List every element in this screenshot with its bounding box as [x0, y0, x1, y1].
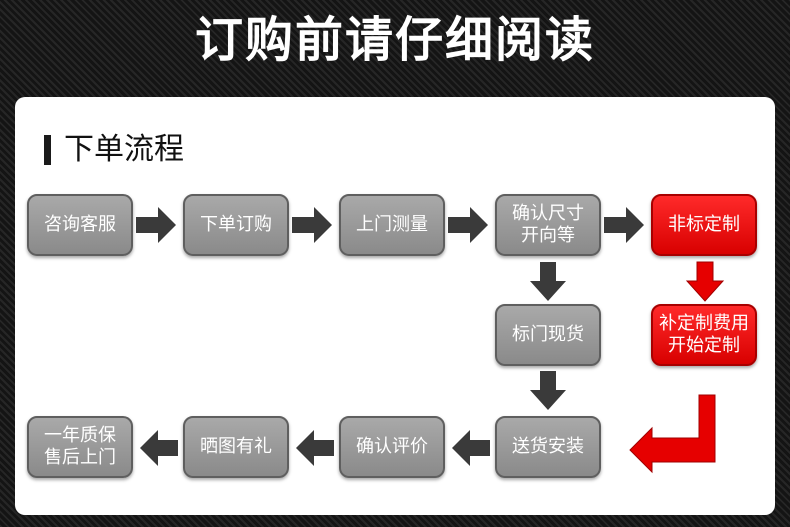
arrow-down-red-icon: [685, 261, 725, 302]
step-custom-label: 非标定制: [668, 214, 740, 235]
step-confirm-size: 确认尺寸 开向等: [495, 194, 601, 256]
arrow-elbow-red-icon: [629, 394, 716, 474]
step-warranty-label: 一年质保 售后上门: [44, 425, 116, 468]
arrow-down-icon: [530, 371, 566, 410]
arrow-right-icon: [604, 207, 644, 243]
section-title: 下单流程: [64, 132, 184, 167]
step-measure-label: 上门测量: [356, 214, 428, 235]
arrow-down-icon: [530, 262, 566, 301]
step-confirm-size-label: 确认尺寸 开向等: [512, 203, 584, 246]
step-share: 晒图有礼: [183, 416, 289, 478]
arrow-left-icon: [296, 430, 334, 466]
page-title: 订购前请仔细阅读: [194, 12, 595, 68]
step-review: 确认评价: [339, 416, 445, 478]
arrow-right-icon: [448, 207, 488, 243]
step-measure: 上门测量: [339, 194, 445, 256]
step-share-label: 晒图有礼: [200, 436, 272, 457]
step-order-label: 下单订购: [200, 214, 272, 235]
step-consult-label: 咨询客服: [44, 214, 116, 235]
section-marker: [44, 135, 51, 165]
step-stock: 标门现货: [495, 304, 601, 366]
step-stock-label: 标门现货: [512, 324, 584, 345]
arrow-right-icon: [136, 207, 176, 243]
step-order: 下单订购: [183, 194, 289, 256]
step-custom-fee-label: 补定制费用 开始定制: [659, 313, 749, 356]
step-custom: 非标定制: [651, 194, 757, 256]
arrow-left-icon: [140, 430, 178, 466]
step-consult: 咨询客服: [27, 194, 133, 256]
step-delivery: 送货安装: [495, 416, 601, 478]
arrow-right-icon: [292, 207, 332, 243]
step-custom-fee: 补定制费用 开始定制: [651, 304, 757, 366]
step-warranty: 一年质保 售后上门: [27, 416, 133, 478]
step-delivery-label: 送货安装: [512, 436, 584, 457]
arrow-left-icon: [452, 430, 490, 466]
step-review-label: 确认评价: [356, 436, 428, 457]
